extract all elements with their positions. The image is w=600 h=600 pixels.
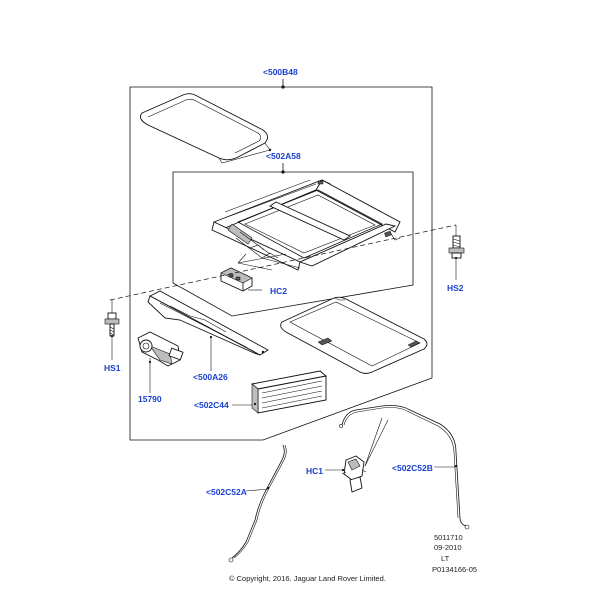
drain-tube-left[interactable]	[228, 444, 287, 563]
label-screw-hs2[interactable]: HS2	[447, 283, 464, 293]
label-drain-tube-left[interactable]: <502C52A	[206, 487, 247, 497]
copyright-notice: © Copyright, 2016. Jaguar Land Rover Lim…	[229, 574, 386, 583]
drain-tube-right[interactable]	[339, 405, 470, 530]
label-clip-hc2[interactable]: HC2	[270, 286, 287, 296]
revision-date: 09-2010	[434, 543, 462, 552]
label-clip-hc1[interactable]: HC1	[306, 466, 323, 476]
region-code: LT	[441, 554, 450, 563]
screw-hs1[interactable]	[104, 300, 120, 360]
sunroof-frame[interactable]	[211, 179, 401, 271]
label-drain-tube-right[interactable]: <502C52B	[392, 463, 433, 473]
screw-hs2[interactable]	[448, 235, 465, 280]
illustration-id: P0134166-05	[432, 565, 477, 574]
tube-clip[interactable]	[341, 417, 389, 493]
frame-clip-leaders	[237, 253, 287, 271]
label-leaders	[232, 289, 456, 492]
label-deflector[interactable]: <502C44	[194, 400, 229, 410]
label-screw-hs1[interactable]: HS1	[104, 363, 121, 373]
wind-deflector[interactable]	[250, 370, 328, 414]
label-motor[interactable]: 15790	[138, 394, 162, 404]
outer-group-outline	[129, 79, 433, 441]
frame-clip[interactable]	[220, 267, 253, 292]
guide-bracket[interactable]	[147, 290, 269, 371]
sunblind-panel[interactable]	[280, 296, 428, 374]
ref-number: 5011710	[434, 533, 463, 542]
label-guide-bracket[interactable]: <500A26	[193, 372, 228, 382]
inner-group-outline	[172, 163, 414, 317]
label-hood-assy[interactable]: <500B48	[263, 67, 298, 77]
label-frame-assy[interactable]: <502A58	[266, 151, 301, 161]
glass-panel[interactable]	[140, 93, 272, 164]
sunroof-motor[interactable]	[137, 331, 184, 393]
